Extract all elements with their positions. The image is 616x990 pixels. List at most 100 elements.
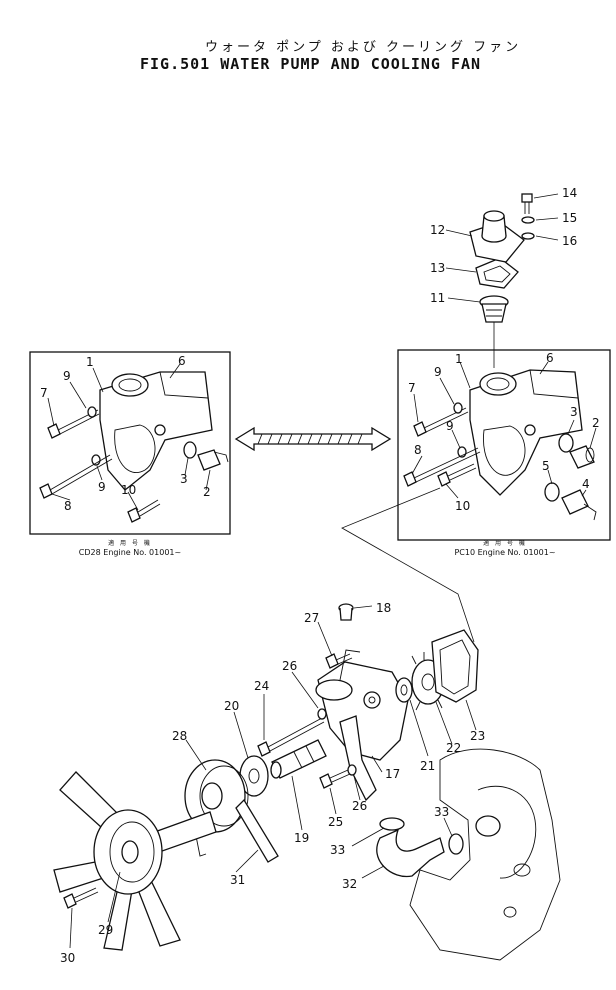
washer-26a [317, 708, 327, 720]
inset-right: 1 2 3 4 5 6 7 8 9 9 10 11 12 13 14 15 16 [397, 186, 611, 541]
callout-right-7: 7 [408, 381, 416, 395]
applicability-double-arrow [234, 426, 392, 452]
bolt-24 [257, 717, 325, 757]
gasket-23 [431, 629, 479, 703]
shaft-bearing-19 [270, 739, 327, 779]
bolt-left-8 [39, 454, 113, 499]
washer-15 [521, 216, 535, 224]
bolt-left-7 [47, 409, 100, 439]
callout-right-15: 15 [562, 211, 577, 225]
callout-27: 27 [304, 611, 319, 625]
diagram-title: FIG.501 WATER PUMP AND COOLING FAN [140, 55, 482, 73]
callout-31: 31 [230, 873, 245, 887]
bolt-14 [521, 193, 533, 214]
temperature-sensor-right-4 [561, 489, 597, 521]
inset-left-caption-jp: 適 用 号 機 [108, 540, 152, 547]
o-ring-left-3 [183, 441, 197, 459]
bolt-25 [319, 769, 351, 789]
callout-22: 22 [446, 741, 461, 755]
v-belt-31 [235, 798, 279, 863]
temperature-sensor-left-2 [197, 449, 229, 471]
inset-left: 1 2 3 6 7 8 9 9 10 [29, 351, 231, 535]
hose-clamp-33b [448, 833, 464, 855]
callout-left-1: 1 [86, 355, 94, 369]
washer-right-9a [453, 402, 463, 414]
callout-right-9b: 9 [446, 419, 454, 433]
callout-32: 32 [342, 877, 357, 891]
callout-left-9a: 9 [63, 369, 71, 383]
inset-right-caption-en: PC10 Engine No. 01001~ [454, 548, 556, 557]
callout-right-9a: 9 [434, 365, 442, 379]
callout-right-4: 4 [582, 477, 590, 491]
callout-left-8: 8 [64, 499, 72, 513]
callout-19: 19 [294, 831, 309, 845]
mechanical-seal-21 [395, 677, 413, 703]
callout-right-16: 16 [562, 234, 577, 248]
inset-right-caption: 適 用 号 機 PC10 Engine No. 01001~ [430, 538, 580, 557]
washer-26b [347, 764, 357, 776]
callouts-left-inset: 1 2 3 6 7 8 9 9 10 [40, 354, 211, 513]
bolt-right-8 [403, 447, 481, 487]
thermostat-cover-12 [469, 210, 525, 263]
engine-block [409, 748, 561, 961]
callout-33a: 33 [330, 843, 345, 857]
callout-right-11: 11 [430, 291, 445, 305]
callout-left-2: 2 [203, 485, 211, 499]
inset-right-caption-jp: 適 用 号 機 [483, 540, 527, 547]
gasket-13 [475, 257, 519, 289]
callout-23: 23 [470, 729, 485, 743]
o-ring-right-3 [558, 433, 574, 453]
callout-right-8: 8 [414, 443, 422, 457]
hose-clamp-33a [379, 817, 405, 831]
water-pump-body-17 [315, 649, 409, 802]
callout-20: 20 [224, 699, 239, 713]
callout-17: 17 [385, 767, 400, 781]
callout-left-9b: 9 [98, 480, 106, 494]
callout-right-6: 6 [546, 351, 554, 365]
callout-right-12: 12 [430, 223, 445, 237]
callout-left-3: 3 [180, 472, 188, 486]
callout-33b: 33 [434, 805, 449, 819]
callout-right-5: 5 [542, 459, 550, 473]
callouts-right-inset: 1 2 3 4 5 6 7 8 9 9 10 11 12 13 14 15 16 [408, 186, 600, 513]
inset-right-frame [397, 349, 611, 541]
callout-30: 30 [60, 951, 75, 965]
pump-housing-left [99, 371, 213, 491]
callout-right-13: 13 [430, 261, 445, 275]
bolt-30 [63, 887, 99, 909]
callouts-main: 17 18 19 20 21 22 23 24 25 26 26 27 28 2… [60, 601, 485, 965]
callout-right-14: 14 [562, 186, 577, 200]
washer-16 [521, 232, 535, 240]
diagram-title-japanese: ウォータ ポンプ および クーリング ファン [205, 40, 522, 55]
inset-left-caption: 適 用 号 機 CD28 Engine No. 01001~ [60, 538, 200, 557]
callout-right-10: 10 [455, 499, 470, 513]
callout-26b: 26 [352, 799, 367, 813]
callout-right-2: 2 [592, 416, 600, 430]
callout-18: 18 [376, 601, 391, 615]
callout-24: 24 [254, 679, 269, 693]
callout-26a: 26 [282, 659, 297, 673]
bolt-left-10 [127, 499, 161, 523]
plug-18 [338, 603, 354, 621]
thermostat-11 [479, 295, 509, 323]
callout-left-7: 7 [40, 386, 48, 400]
connector-line [341, 487, 475, 643]
main-assembly: 17 18 19 20 21 22 23 24 25 26 26 27 28 2… [53, 601, 561, 965]
washer-left-9a [87, 406, 97, 418]
inset-left-frame [29, 351, 231, 535]
callout-21: 21 [420, 759, 435, 773]
callout-29: 29 [98, 923, 113, 937]
cooling-fan-29 [53, 771, 217, 951]
o-ring-right-5 [544, 482, 560, 502]
callout-28: 28 [172, 729, 187, 743]
callout-right-3: 3 [570, 405, 578, 419]
water-hose-32 [376, 828, 445, 878]
callout-left-10: 10 [121, 483, 136, 497]
callout-left-6: 6 [178, 354, 186, 368]
inset-left-caption-en: CD28 Engine No. 01001~ [78, 548, 182, 557]
callout-right-1: 1 [455, 352, 463, 366]
pump-housing-right [469, 369, 583, 496]
callout-25: 25 [328, 815, 343, 829]
plug-right-2 [569, 445, 595, 469]
